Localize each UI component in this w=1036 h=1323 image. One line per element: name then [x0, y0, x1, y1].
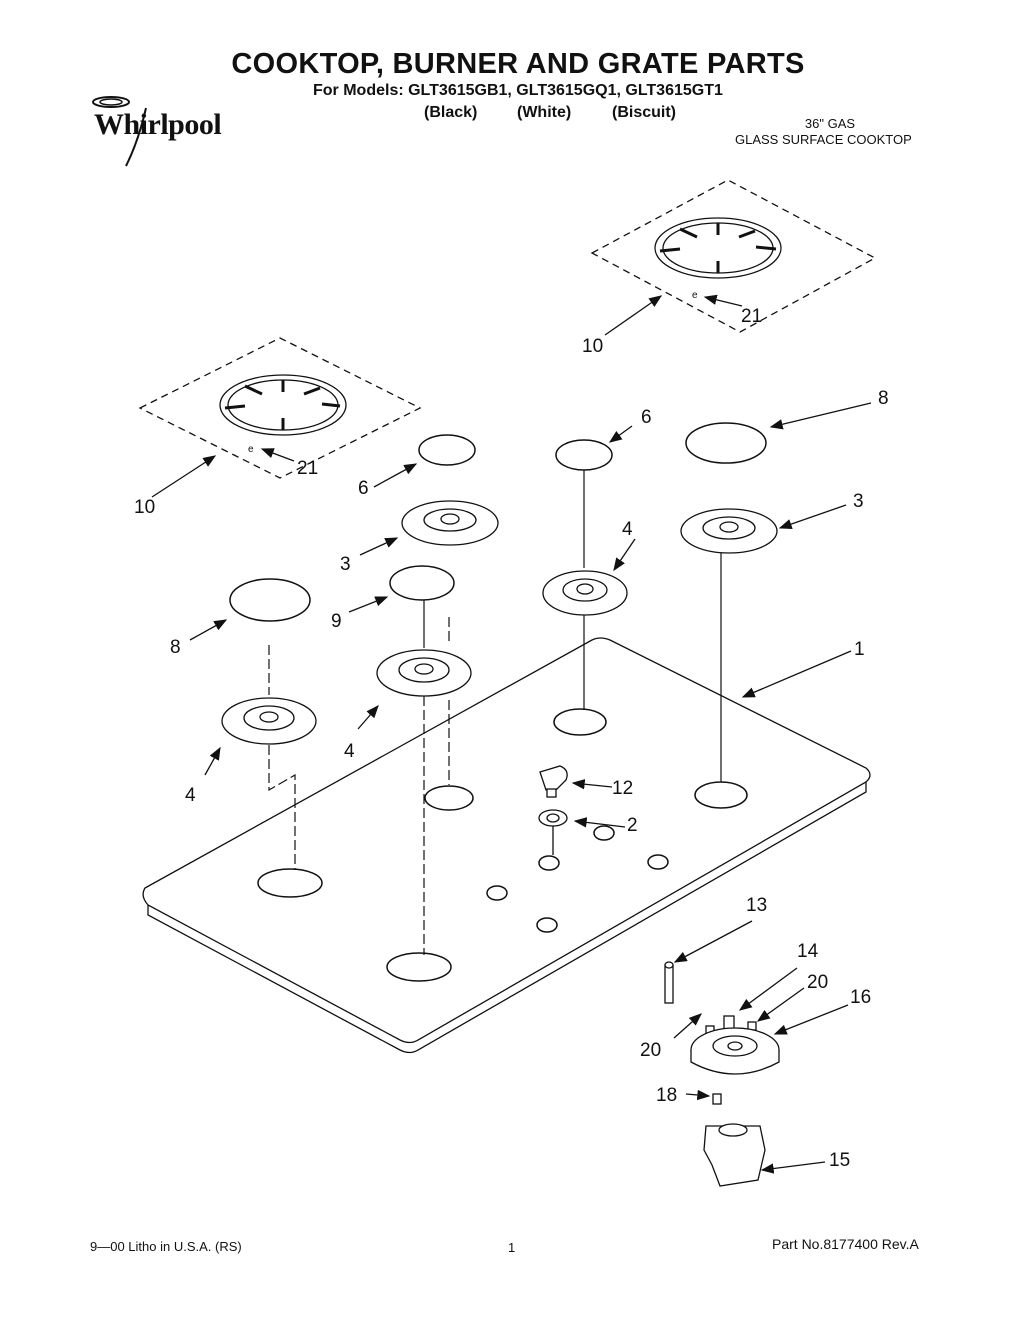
callout-12: 12 — [612, 778, 633, 799]
callout-4-center: 4 — [622, 519, 633, 540]
variant-white: (White) — [517, 104, 572, 121]
callout-16: 16 — [850, 987, 871, 1008]
callout-4-middle: 4 — [344, 741, 355, 762]
callout-6-left: 6 — [358, 478, 369, 499]
callout-1: 1 — [854, 639, 865, 660]
burner-caps — [229, 422, 767, 622]
callout-6-center: 6 — [641, 407, 652, 428]
callout-21-left: 21 — [297, 458, 318, 479]
variant-black: (Black) — [424, 104, 478, 121]
callout-21-right: 21 — [741, 306, 762, 327]
variant-biscuit: (Biscuit) — [612, 104, 676, 121]
callout-2: 2 — [627, 815, 638, 836]
glass-cooktop — [142, 637, 871, 1054]
model-list: For Models: GLT3615GB1, GLT3615GQ1, GLT3… — [313, 82, 723, 99]
brand-logo-text: Whirlpool — [94, 108, 222, 141]
callout-20-right: 20 — [807, 972, 828, 993]
callout-e-left: e — [248, 444, 254, 455]
callout-3-right: 3 — [853, 491, 864, 512]
whirlpool-logo — [92, 96, 147, 167]
page-title: COOKTOP, BURNER AND GRATE PARTS — [231, 48, 805, 80]
callout-13: 13 — [746, 895, 767, 916]
callout-10-left: 10 — [134, 497, 155, 518]
callout-10-right: 10 — [582, 336, 603, 357]
page-number: 1 — [508, 1240, 516, 1255]
grate-right — [590, 179, 877, 333]
part-number: Part No.8177400 Rev.A — [772, 1236, 919, 1252]
print-info: 9—00 Litho in U.S.A. (RS) — [90, 1239, 242, 1254]
control-knob — [538, 765, 568, 855]
callout-18: 18 — [656, 1085, 677, 1106]
cooktop-openings — [257, 708, 748, 982]
callout-3-left: 3 — [340, 554, 351, 575]
callout-4-left: 4 — [185, 785, 196, 806]
leader-arrows — [151, 294, 872, 1174]
burner-heads — [221, 500, 778, 745]
grate-left — [138, 337, 422, 479]
callout-9: 9 — [331, 611, 342, 632]
assembly-lines — [268, 470, 722, 955]
callout-15: 15 — [829, 1150, 850, 1171]
callout-14: 14 — [797, 941, 819, 962]
callout-8-right: 8 — [878, 388, 889, 409]
callout-8-left: 8 — [170, 637, 181, 658]
product-type: 36" GAS — [804, 116, 856, 131]
product-description: GLASS SURFACE COOKTOP — [735, 132, 912, 147]
callout-e-right: e — [692, 290, 698, 301]
callout-20-left: 20 — [640, 1040, 661, 1061]
burner-base-assembly — [664, 961, 780, 1187]
